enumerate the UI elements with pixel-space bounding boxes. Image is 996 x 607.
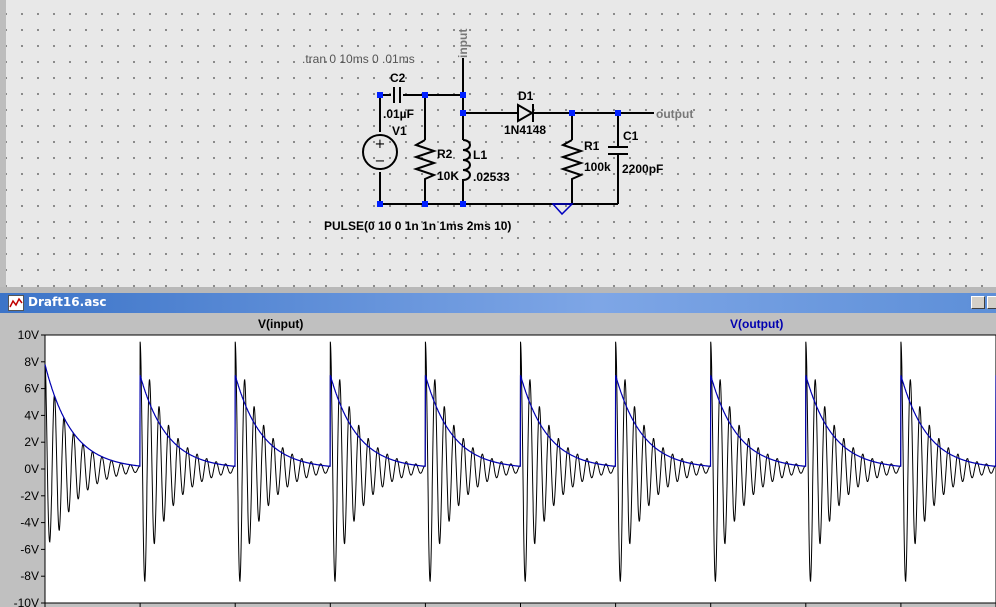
x-tick-label: 3ms [319,605,342,607]
junction-dots [377,92,621,207]
y-tick-label: 4V [24,408,39,422]
waveform-icon [8,295,24,311]
x-tick-label: 6ms [604,605,627,607]
trace-v-input[interactable] [44,341,996,582]
c1-capacitor-icon[interactable] [608,146,628,155]
x-tick-label: 7ms [699,605,722,607]
waveform-plot[interactable]: V(input) V(output) 10V 8V 6V 4V 2V 0V -2V -4V -6V -… [0,313,996,607]
minimize-button[interactable] [971,296,985,309]
y-tick-label: 10V [18,328,39,342]
y-tick-label: 6V [24,382,39,396]
r1-ref: R1 [584,139,600,153]
svg-text:+: + [375,137,386,152]
ground-icon[interactable] [551,203,574,216]
v1-ref: V1 [392,124,407,138]
y-tick-label: -10V [14,596,39,607]
d1-diode-icon[interactable] [517,103,535,123]
trace-label-input[interactable]: V(input) [258,317,303,331]
l1-value: .02533 [473,170,510,184]
y-tick-label: 2V [24,435,39,449]
x-tick-label: 0ms [34,605,57,607]
schematic-canvas[interactable]: + − [0,0,996,287]
y-tick-label: 0V [24,462,39,476]
restore-button[interactable] [987,296,996,309]
c1-value: 2200pF [622,162,663,176]
x-tick-label: 2ms [224,605,247,607]
waveform-window[interactable]: Draft16.asc V(input) V(output) 10V 8V 6V 4V 2V… [0,293,996,607]
x-tick-label: 1ms [129,605,152,607]
trace-v-output[interactable] [44,364,996,467]
y-tick-label: -4V [20,516,39,530]
svg-text:−: − [375,154,386,169]
d1-ref: D1 [518,89,534,103]
schematic-drawing[interactable]: + − [6,0,996,287]
v1-value: PULSE(0 10 0 1n 1n 1ms 2ms 10) [324,219,511,233]
c1-ref: C1 [623,129,639,143]
r2-ref: R2 [437,147,453,161]
c2-capacitor-icon[interactable] [391,87,403,103]
input-net-label[interactable]: input [456,29,470,58]
waveform-window-title: Draft16.asc [28,295,107,309]
y-tick-label: -6V [20,542,39,556]
x-tick-label: 5ms [509,605,532,607]
l1-inductor-icon[interactable] [462,139,471,185]
y-tick-label: -8V [20,569,39,583]
v1-source-icon[interactable]: + − [362,134,398,170]
pane-separator[interactable] [0,287,996,293]
waveform-titlebar[interactable]: Draft16.asc [0,293,996,313]
r2-value: 10K [437,169,459,183]
trace-label-output[interactable]: V(output) [730,317,783,331]
y-tick-label: 8V [24,355,39,369]
x-tick-label: 4ms [414,605,437,607]
d1-value: 1N4148 [504,123,546,137]
x-tick-label: 8ms [794,605,817,607]
y-tick-label: -2V [20,489,39,503]
r1-value: 100k [584,160,611,174]
r1-resistor-icon[interactable] [559,139,585,185]
spice-directive[interactable]: .tran 0 10ms 0 .01ms [302,52,415,66]
c2-ref: C2 [390,71,406,85]
x-tick-label: 9ms [890,605,913,607]
output-net-label[interactable]: output [656,107,693,121]
r2-resistor-icon[interactable] [412,139,438,185]
c2-value: .01µF [383,107,414,121]
l1-ref: L1 [473,148,487,162]
x-tick-label: 10 [973,605,987,607]
